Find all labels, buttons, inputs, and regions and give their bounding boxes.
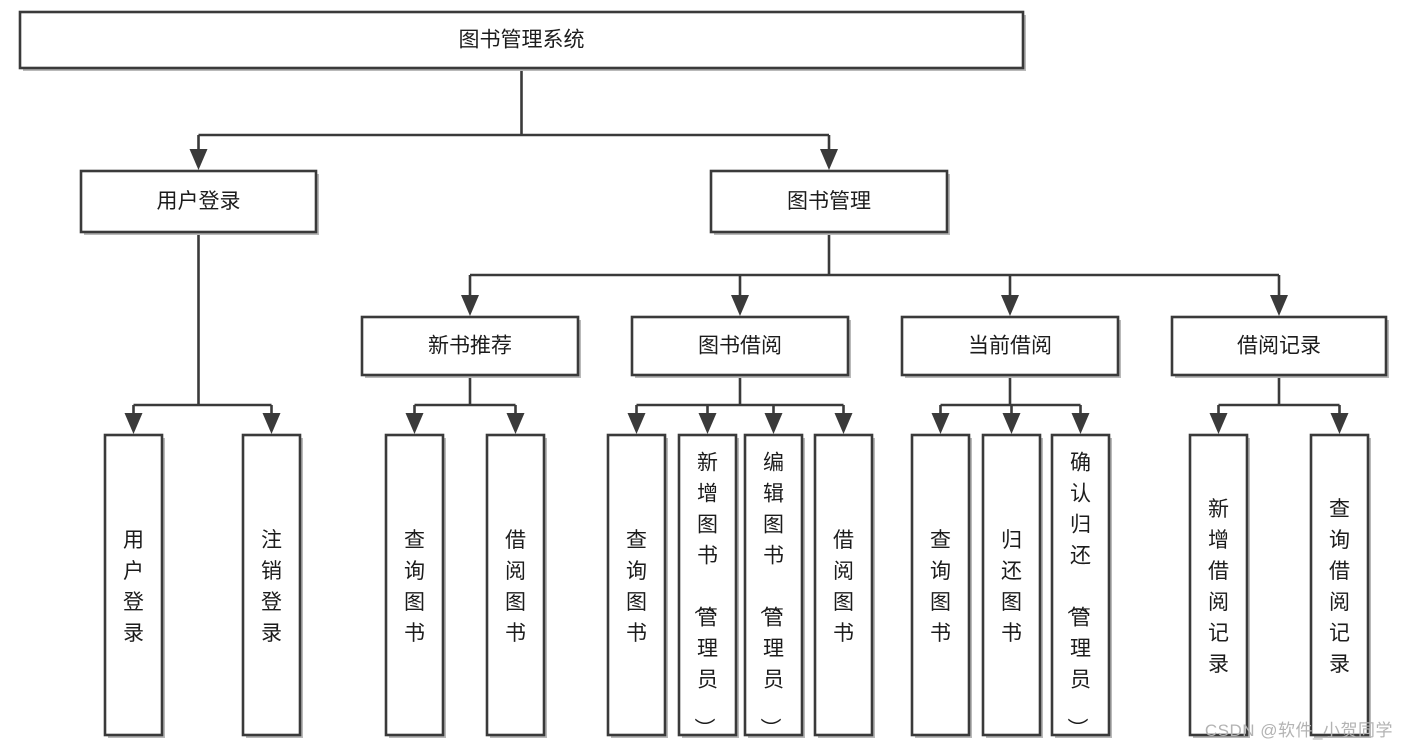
- node-n_login[interactable]: 用户登录: [79, 169, 319, 235]
- node-box[interactable]: [606, 433, 667, 737]
- node-label: 图书管理系统: [459, 29, 585, 52]
- arrow-head-icon: [1209, 413, 1228, 434]
- node-label: 新书推荐: [428, 335, 512, 358]
- node-box[interactable]: [241, 433, 302, 737]
- node-label: 用户登录: [123, 529, 144, 645]
- arrow-head-icon: [189, 149, 208, 170]
- node-label: 查询图书: [930, 529, 951, 645]
- node-l12[interactable]: 新增借阅记录: [1188, 433, 1250, 738]
- arrow-head-icon: [506, 413, 525, 434]
- arrow-head-icon: [627, 413, 646, 434]
- arrow-head-icon: [1002, 413, 1021, 434]
- edge-group-n_cur: [931, 375, 1090, 434]
- node-l10[interactable]: 归还图书: [981, 433, 1043, 738]
- node-box[interactable]: [709, 169, 949, 234]
- arrow-head-icon: [820, 149, 838, 170]
- node-n_new[interactable]: 新书推荐: [360, 315, 581, 378]
- node-label: 注销登录: [261, 529, 282, 645]
- arrow-head-icon: [764, 413, 783, 434]
- arrow-head-icon: [1330, 413, 1349, 434]
- node-label: 当前借阅: [968, 335, 1052, 358]
- arrow-head-icon: [461, 295, 479, 316]
- arrow-head-icon: [698, 413, 717, 434]
- node-l11[interactable]: 确认归还（管理员）: [1050, 433, 1112, 739]
- node-label: 用户登录: [157, 190, 241, 213]
- edge-group-n_login: [124, 232, 281, 434]
- node-box[interactable]: [813, 433, 874, 737]
- node-box[interactable]: [1188, 433, 1249, 737]
- node-l9[interactable]: 查询图书: [910, 433, 972, 738]
- arrow-head-icon: [1270, 295, 1288, 316]
- node-label: 查询图书: [626, 529, 647, 645]
- node-box[interactable]: [743, 433, 804, 737]
- node-box[interactable]: [485, 433, 546, 737]
- node-label: 归还图书: [1001, 529, 1022, 645]
- node-box[interactable]: [910, 433, 971, 737]
- node-l6[interactable]: 新增图书（管理员）: [677, 433, 739, 739]
- node-box[interactable]: [981, 433, 1042, 737]
- node-label: 确认归还（管理员）: [1065, 452, 1091, 739]
- arrow-head-icon: [931, 413, 950, 434]
- node-label: 借阅记录: [1237, 335, 1321, 358]
- node-label: 新增图书（管理员）: [692, 452, 718, 739]
- node-box[interactable]: [1170, 315, 1388, 377]
- edge-group-n_new: [405, 375, 525, 434]
- edge-group-n_book: [461, 232, 1288, 316]
- node-l1[interactable]: 用户登录: [103, 433, 165, 738]
- arrow-head-icon: [1071, 413, 1090, 434]
- node-l2[interactable]: 注销登录: [241, 433, 303, 738]
- edge-group-root: [189, 68, 838, 170]
- arrow-head-icon: [124, 413, 143, 434]
- node-label: 图书借阅: [698, 335, 782, 358]
- node-n_brw[interactable]: 图书借阅: [630, 315, 851, 378]
- node-box[interactable]: [360, 315, 580, 377]
- node-l8[interactable]: 借阅图书: [813, 433, 875, 738]
- arrow-head-icon: [731, 295, 749, 316]
- node-box[interactable]: [18, 10, 1025, 70]
- node-label: 借阅图书: [833, 529, 854, 645]
- node-l4[interactable]: 借阅图书: [485, 433, 547, 738]
- node-label: 图书管理: [787, 190, 871, 213]
- node-box[interactable]: [1050, 433, 1111, 737]
- node-l3[interactable]: 查询图书: [384, 433, 446, 738]
- edge-group-n_brw: [627, 375, 853, 434]
- node-l13[interactable]: 查询借阅记录: [1309, 433, 1371, 738]
- node-l5[interactable]: 查询图书: [606, 433, 668, 738]
- node-label: 编辑图书（管理员）: [758, 452, 784, 739]
- node-box[interactable]: [103, 433, 164, 737]
- node-label: 新增借阅记录: [1208, 498, 1229, 676]
- node-box[interactable]: [630, 315, 850, 377]
- node-n_rec[interactable]: 借阅记录: [1170, 315, 1389, 378]
- node-box[interactable]: [1309, 433, 1370, 737]
- node-n_book[interactable]: 图书管理: [709, 169, 950, 235]
- arrow-head-icon: [834, 413, 853, 434]
- arrow-head-icon: [405, 413, 424, 434]
- node-label: 查询借阅记录: [1329, 498, 1350, 676]
- node-label: 查询图书: [404, 529, 425, 645]
- arrow-head-icon: [1001, 295, 1019, 316]
- edges-layer: [124, 68, 1349, 434]
- node-label: 借阅图书: [505, 529, 526, 645]
- node-box[interactable]: [79, 169, 318, 234]
- arrow-head-icon: [262, 413, 281, 434]
- node-n_cur[interactable]: 当前借阅: [900, 315, 1121, 378]
- nodes-layer: 图书管理系统用户登录图书管理新书推荐图书借阅当前借阅借阅记录用户登录注销登录查询…: [18, 10, 1389, 739]
- edge-group-n_rec: [1209, 375, 1349, 434]
- node-root[interactable]: 图书管理系统: [18, 10, 1026, 71]
- node-box[interactable]: [384, 433, 445, 737]
- node-l7[interactable]: 编辑图书（管理员）: [743, 433, 805, 739]
- node-box[interactable]: [900, 315, 1120, 377]
- node-box[interactable]: [677, 433, 738, 737]
